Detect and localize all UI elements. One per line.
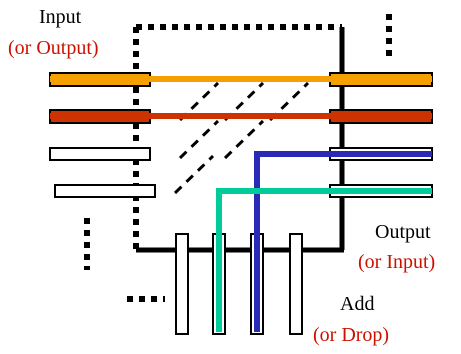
green-add-path <box>216 188 432 332</box>
switch-mirrors <box>173 81 310 195</box>
through-paths <box>50 76 432 119</box>
add-port-4 <box>289 233 303 335</box>
mirror-5 <box>223 119 265 160</box>
input-alt-label: (or Output) <box>8 37 99 59</box>
add-alt-label: (or Drop) <box>313 324 389 346</box>
routed-paths <box>216 151 432 332</box>
output-ports <box>329 72 433 198</box>
output-label: Output <box>375 221 431 243</box>
diagram-labels: Input (or Output) Output (or Input) Add … <box>8 6 435 346</box>
input-port-3 <box>49 147 151 161</box>
mirror-4 <box>178 119 220 160</box>
blue-add-path <box>254 151 432 332</box>
input-ports <box>49 72 156 198</box>
add-label: Add <box>340 293 374 315</box>
continuation-dots <box>84 14 392 302</box>
mirror-6 <box>173 154 215 195</box>
output-alt-label: (or Input) <box>358 251 435 273</box>
input-label: Input <box>39 6 82 28</box>
switch-frame <box>133 24 345 253</box>
add-port-1 <box>175 233 189 335</box>
input-port-4 <box>54 184 156 198</box>
